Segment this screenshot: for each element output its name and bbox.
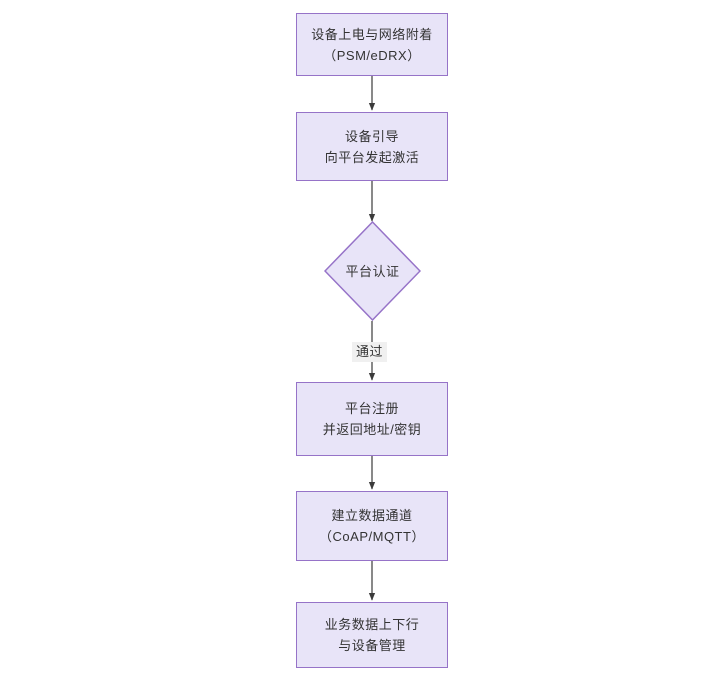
node-label-line1: 建立数据通道 <box>331 508 413 523</box>
node-label-line2: 并返回地址/密钥 <box>322 422 422 437</box>
diamond-shape <box>324 221 421 321</box>
node-label-line2: （CoAP/MQTT） <box>319 529 425 544</box>
node-label-line2: 向平台发起激活 <box>324 149 420 165</box>
node-device-power-on[interactable]: 设备上电与网络附着 （PSM/eDRX） <box>296 13 448 76</box>
node-label-line2: 与设备管理 <box>338 638 406 653</box>
node-business-data-and-device-management[interactable]: 业务数据上下行 与设备管理 <box>296 602 448 668</box>
node-establish-data-channel[interactable]: 建立数据通道 （CoAP/MQTT） <box>296 491 448 561</box>
node-platform-authentication[interactable]: 平台认证 <box>324 221 421 321</box>
node-label-line1: 设备引导 <box>344 128 399 144</box>
node-device-bootstrap[interactable]: 设备引导 向平台发起激活 <box>296 112 448 181</box>
node-label-line1: 平台注册 <box>344 401 399 416</box>
node-platform-registration[interactable]: 平台注册 并返回地址/密钥 <box>296 382 448 456</box>
node-label-line1: 设备上电与网络附着 <box>311 26 433 42</box>
node-label-line2: （PSM/eDRX） <box>323 47 421 63</box>
node-label-line1: 业务数据上下行 <box>324 617 420 632</box>
node-label-line1: 平台认证 <box>345 263 400 279</box>
edge-label-pass: 通过 <box>352 342 388 362</box>
